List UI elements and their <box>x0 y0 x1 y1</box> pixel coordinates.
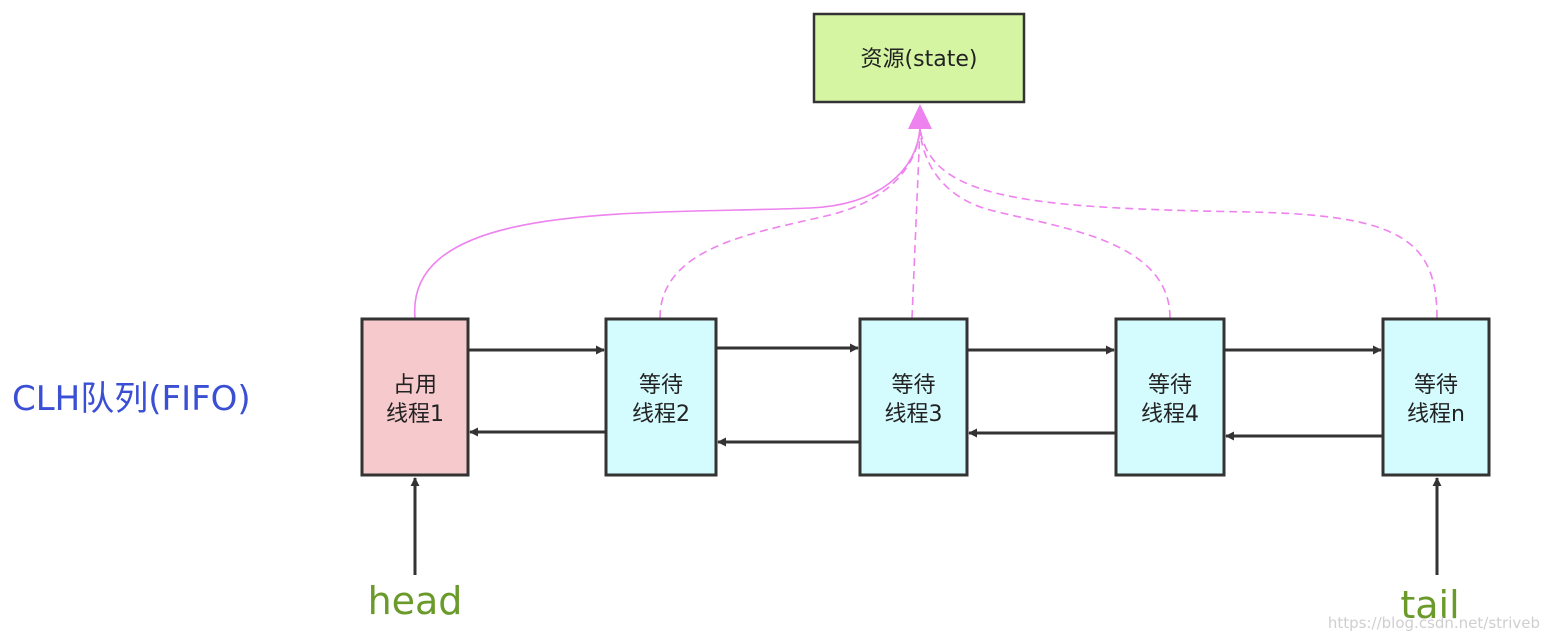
node-box <box>604 317 718 477</box>
resource-label: 资源(state) <box>861 47 978 72</box>
tail-label: tail <box>1400 583 1459 627</box>
tail-pointer: tail <box>1400 477 1460 627</box>
node-status-label: 占用 <box>393 373 437 398</box>
node-thread-label: 线程3 <box>885 402 943 427</box>
node-box <box>1381 317 1491 477</box>
head-pointer: head <box>368 477 463 623</box>
node-box <box>1114 317 1226 477</box>
queue-links <box>469 343 1382 447</box>
node-thread-label: 线程2 <box>632 402 690 427</box>
head-label: head <box>368 579 463 623</box>
request-lines <box>414 104 1438 319</box>
request-line-node-3 <box>911 127 921 319</box>
node-status-label: 等待 <box>639 373 683 398</box>
watermark: https://blog.csdn.net/striveb <box>1328 614 1540 632</box>
node-status-label: 等待 <box>1414 373 1458 398</box>
node-box <box>858 317 969 477</box>
resource-box: 资源(state) <box>812 12 1026 104</box>
node-status-label: 等待 <box>1148 373 1192 398</box>
request-line-node-1 <box>414 127 921 319</box>
node-box <box>360 317 470 477</box>
node-status-label: 等待 <box>891 373 935 398</box>
queue-label: CLH队列(FIFO) <box>12 379 251 419</box>
request-arrowhead <box>908 104 932 129</box>
node-thread-label: 线程n <box>1407 402 1465 427</box>
node-thread-label: 线程1 <box>386 402 444 427</box>
request-line-node-n <box>919 127 1438 319</box>
request-line-node-4 <box>919 127 1171 319</box>
node-thread-label: 线程4 <box>1141 402 1199 427</box>
request-line-node-2 <box>659 127 921 319</box>
